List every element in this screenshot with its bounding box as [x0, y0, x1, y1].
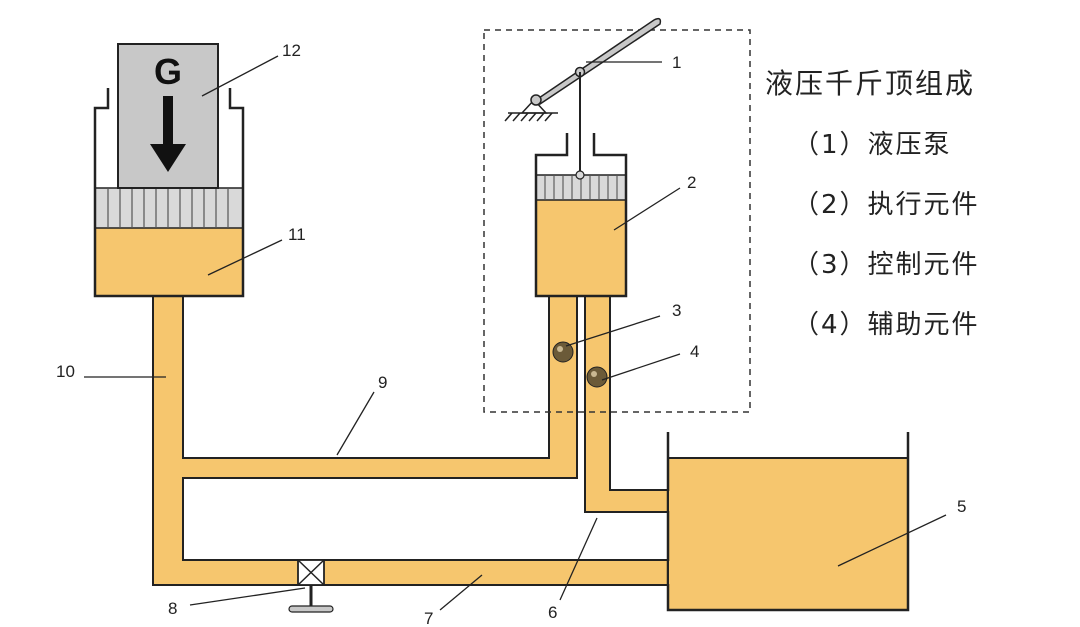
legend-title: 液压千斤顶组成	[765, 67, 976, 100]
large-cylinder-walls	[93, 88, 245, 298]
large-cylinder-oil	[95, 228, 243, 296]
lever-pivot	[530, 94, 542, 106]
pump-cylinder-walls	[534, 133, 628, 298]
large-cylinder: G	[93, 43, 245, 298]
legend-item-pump: （1）液压泵	[793, 130, 952, 160]
label-5: 5	[957, 497, 966, 516]
legend-item-auxiliary: （4）辅助元件	[793, 310, 980, 340]
check-valve-ball-4	[586, 366, 608, 388]
label-10: 10	[56, 362, 75, 381]
components-legend: 液压千斤顶组成 （1）液压泵 （2）执行元件 （3）控制元件 （4）辅助元件	[765, 62, 980, 364]
legend-item-control: （3）控制元件	[793, 250, 980, 280]
check-valve-ball-3-highlight	[557, 346, 563, 352]
label-1: 1	[672, 53, 681, 72]
part-labels: 1 2 3 4 5 6 7 8 9 10 11 12	[56, 41, 966, 627]
hand-pump	[483, 17, 751, 413]
label-6: 6	[548, 603, 557, 622]
pivot-ground-icon	[504, 98, 558, 122]
valve-handle	[288, 605, 334, 613]
load-label: G	[154, 51, 182, 92]
release-valve	[288, 559, 334, 613]
label-11: 11	[288, 225, 306, 244]
tank-oil	[668, 458, 908, 610]
large-piston	[94, 187, 244, 229]
down-arrow-icon	[150, 96, 186, 172]
pump-dashed-boundary	[483, 29, 751, 413]
check-valve-ball-4-highlight	[591, 371, 597, 377]
leader-lines	[84, 55, 947, 611]
pump-cylinder-oil	[536, 200, 626, 296]
small-piston	[535, 170, 627, 201]
tank-walls	[666, 432, 910, 612]
label-8: 8	[168, 599, 177, 618]
pipe-network	[152, 295, 669, 586]
label-3: 3	[672, 301, 681, 320]
oil-tank	[666, 432, 910, 612]
pump-lever	[534, 17, 662, 105]
legend-item-actuator: （2）执行元件	[793, 190, 980, 220]
label-9: 9	[378, 373, 387, 392]
label-12: 12	[282, 41, 301, 60]
label-4: 4	[690, 342, 699, 361]
label-7: 7	[424, 609, 433, 627]
label-2: 2	[687, 173, 696, 192]
